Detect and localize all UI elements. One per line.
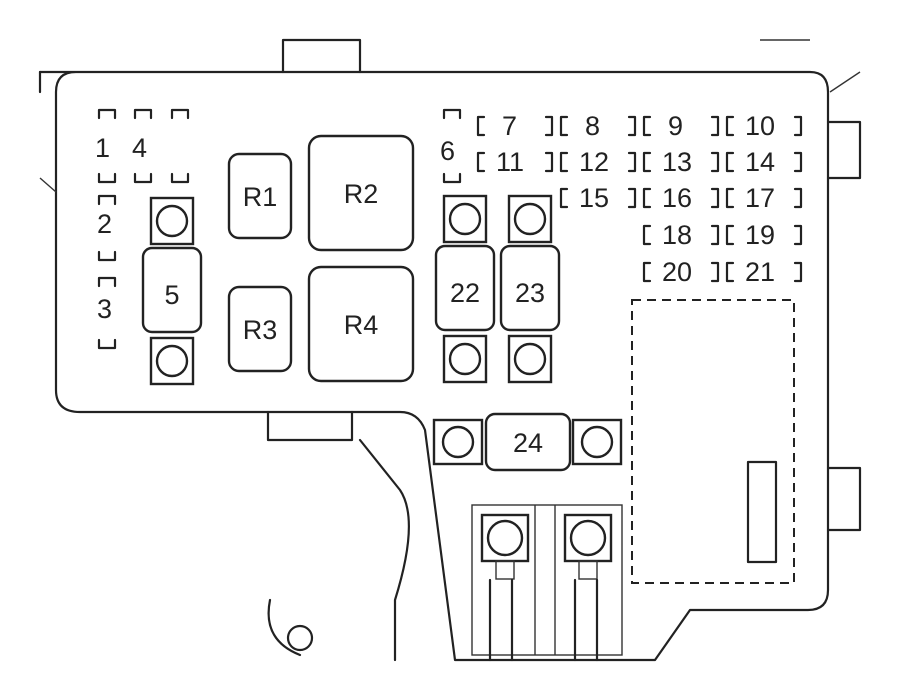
fuse-21-label: 21 bbox=[745, 257, 775, 287]
fuse-bracket-0-1-right bbox=[544, 151, 554, 173]
fuse-bracket-2-bottom bbox=[97, 250, 117, 262]
relay-r3: R3 bbox=[227, 285, 293, 373]
fuse-bracket-1-2-left bbox=[559, 187, 569, 209]
fuse-3-label: 3 bbox=[97, 294, 112, 324]
fuse-bracket-0-0-right bbox=[544, 115, 554, 137]
fuse-13-label: 13 bbox=[662, 147, 692, 177]
fuse-bracket-3-4-left bbox=[725, 261, 735, 283]
module-area bbox=[631, 299, 795, 584]
relay-r3-label: R3 bbox=[243, 315, 278, 345]
fuse-bracket-2-4-right bbox=[710, 261, 720, 283]
fuse-bracket-3-0-right bbox=[793, 115, 803, 137]
fuse-19-label: 19 bbox=[745, 220, 775, 250]
fuse-bracket-3-1-left bbox=[725, 151, 735, 173]
fuse-bracket-2-2-right bbox=[710, 187, 720, 209]
terminal-area bbox=[471, 504, 623, 662]
fuse-bracket-3-0-left bbox=[725, 115, 735, 137]
fuse-bracket-2-1-right bbox=[710, 151, 720, 173]
fuse-10-label: 10 bbox=[745, 111, 775, 141]
fuse-bracket-3-bottom bbox=[97, 338, 117, 350]
fuse-bracket-4b-top bbox=[170, 108, 190, 120]
fuse-bracket-2-2-left bbox=[642, 187, 652, 209]
fuse-16-label: 16 bbox=[662, 183, 692, 213]
large-fuse-5: 5 bbox=[141, 196, 203, 386]
fuse-bracket-1-1-left bbox=[559, 151, 569, 173]
fuse-bracket-3-4-right bbox=[793, 261, 803, 283]
fuse-bracket-6-bottom bbox=[442, 172, 462, 184]
fuse-bracket-3-2-right bbox=[793, 187, 803, 209]
fuse-bracket-0-0-left bbox=[476, 115, 486, 137]
fuse-8-label: 8 bbox=[585, 111, 600, 141]
large-fuse-22: 22 bbox=[434, 194, 496, 384]
fuse-9-label: 9 bbox=[668, 111, 683, 141]
fuse-bracket-2-4-left bbox=[642, 261, 652, 283]
fuse-12-label: 12 bbox=[579, 147, 609, 177]
fuse-14-label: 14 bbox=[745, 147, 775, 177]
fuse-24-label: 24 bbox=[513, 428, 543, 458]
fuse-4-label: 4 bbox=[132, 133, 147, 163]
fuse-bracket-0-1-left bbox=[476, 151, 486, 173]
small-fuse-labels: 1 4 2 3 6 7 8 9 10 11 12 13 14 15 16 17 … bbox=[95, 111, 775, 324]
fuse-bracket-3-top bbox=[97, 276, 117, 288]
fuse-bracket-3-3-left bbox=[725, 224, 735, 246]
fuse-22-label: 22 bbox=[450, 278, 480, 308]
relay-r2: R2 bbox=[307, 134, 415, 252]
relay-r4-label: R4 bbox=[344, 310, 379, 340]
fuse-2-label: 2 bbox=[97, 209, 112, 239]
fuse-bracket-3-3-right bbox=[793, 224, 803, 246]
fuse-20-label: 20 bbox=[662, 257, 692, 287]
fuse-17-label: 17 bbox=[745, 183, 775, 213]
fuse-bracket-2-1-left bbox=[642, 151, 652, 173]
fuse-bracket-3-1-right bbox=[793, 151, 803, 173]
fuse-6-label: 6 bbox=[440, 136, 455, 166]
fuse-bracket-2-top bbox=[97, 194, 117, 206]
fuse-brackets bbox=[97, 108, 803, 350]
fuse-box-housing bbox=[38, 38, 862, 662]
fuse-bracket-2-0-left bbox=[642, 115, 652, 137]
fuse-bracket-1-0-right bbox=[627, 115, 637, 137]
fuse-bracket-3-2-left bbox=[725, 187, 735, 209]
fuse-bracket-2-0-right bbox=[710, 115, 720, 137]
fuse-bracket-4b-bottom bbox=[170, 172, 190, 184]
relay-r1: R1 bbox=[227, 152, 293, 240]
fuse-bracket-1-top bbox=[97, 108, 117, 120]
fuse-bracket-4a-bottom bbox=[133, 172, 153, 184]
fuse-11-label: 11 bbox=[496, 147, 524, 177]
fuse-5-label: 5 bbox=[164, 280, 179, 310]
fuse-18-label: 18 bbox=[662, 220, 692, 250]
fuse-23-label: 23 bbox=[515, 278, 545, 308]
relay-r1-label: R1 bbox=[243, 182, 278, 212]
fuse-bracket-1-0-left bbox=[559, 115, 569, 137]
fuse-bracket-4a-top bbox=[133, 108, 153, 120]
fuse-bracket-6-top bbox=[442, 108, 462, 120]
fuse-bracket-2-3-left bbox=[642, 224, 652, 246]
fuse-15-label: 15 bbox=[579, 183, 609, 213]
fuse-7-label: 7 bbox=[502, 111, 517, 141]
fuse-bracket-1-bottom bbox=[97, 172, 117, 184]
fuse-bracket-1-2-right bbox=[627, 187, 637, 209]
large-fuse-23: 23 bbox=[499, 194, 561, 384]
relay-r4: R4 bbox=[307, 265, 415, 383]
fuse-bracket-1-1-right bbox=[627, 151, 637, 173]
fuse-1-label: 1 bbox=[95, 133, 110, 163]
large-fuse-24: 24 bbox=[432, 412, 623, 472]
fuse-bracket-2-3-right bbox=[710, 224, 720, 246]
relay-r2-label: R2 bbox=[344, 179, 379, 209]
